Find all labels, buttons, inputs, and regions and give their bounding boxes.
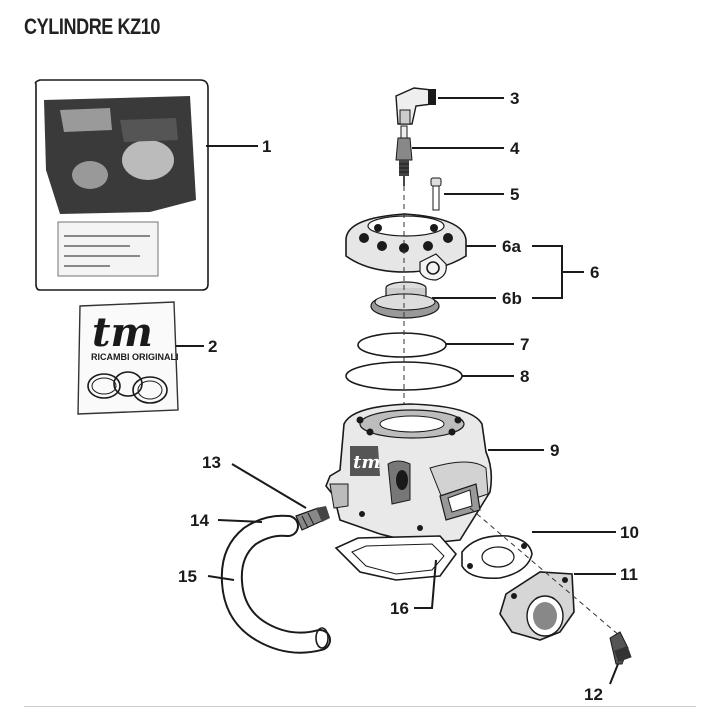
combustion-insert: [370, 281, 440, 319]
oring-small: [357, 332, 447, 358]
part-number-12: 12: [584, 685, 603, 704]
cylinder-head-cover: [345, 213, 467, 281]
gasket-kit-bag: [34, 79, 209, 291]
exhaust-manifold: [499, 571, 575, 641]
spark-plug: [395, 125, 413, 186]
spark-plug-cap: [395, 87, 436, 125]
part-number-6a: 6a: [502, 237, 521, 256]
bottom-divider: [24, 706, 696, 707]
cylinder-body: tm: [325, 403, 493, 545]
water-fitting: [295, 506, 330, 531]
part-number-7: 7: [520, 335, 529, 354]
part-number-5: 5: [510, 185, 519, 204]
manifold-bolt: [609, 631, 632, 665]
exhaust-gasket: [461, 535, 533, 580]
part-number-2: 2: [208, 337, 217, 356]
part-number-6b: 6b: [502, 289, 522, 308]
head-bolt: [430, 177, 442, 211]
oring-kit-bag: tm RICAMBI ORIGINALI: [77, 301, 179, 415]
part-number-16: 16: [390, 599, 409, 618]
base-gasket: [334, 535, 458, 581]
part-number-8: 8: [520, 367, 529, 386]
part-number-14: 14: [190, 511, 209, 530]
part-number-1: 1: [262, 137, 271, 156]
part-number-9: 9: [550, 441, 559, 460]
water-hose: [220, 514, 331, 654]
part-number-13: 13: [202, 453, 221, 472]
kit-brand-logo: tm: [92, 309, 153, 356]
part-number-6: 6: [590, 263, 599, 282]
part-number-15: 15: [178, 567, 197, 586]
cylinder-brand-logo: tm: [353, 452, 380, 473]
part-number-4: 4: [510, 139, 520, 158]
kit-brand-subtitle: RICAMBI ORIGINALI: [91, 352, 179, 362]
page-title: CYLINDRE KZ10: [24, 14, 161, 39]
part-number-3: 3: [510, 89, 519, 108]
part-number-10: 10: [620, 523, 639, 542]
part-number-11: 11: [620, 565, 638, 584]
